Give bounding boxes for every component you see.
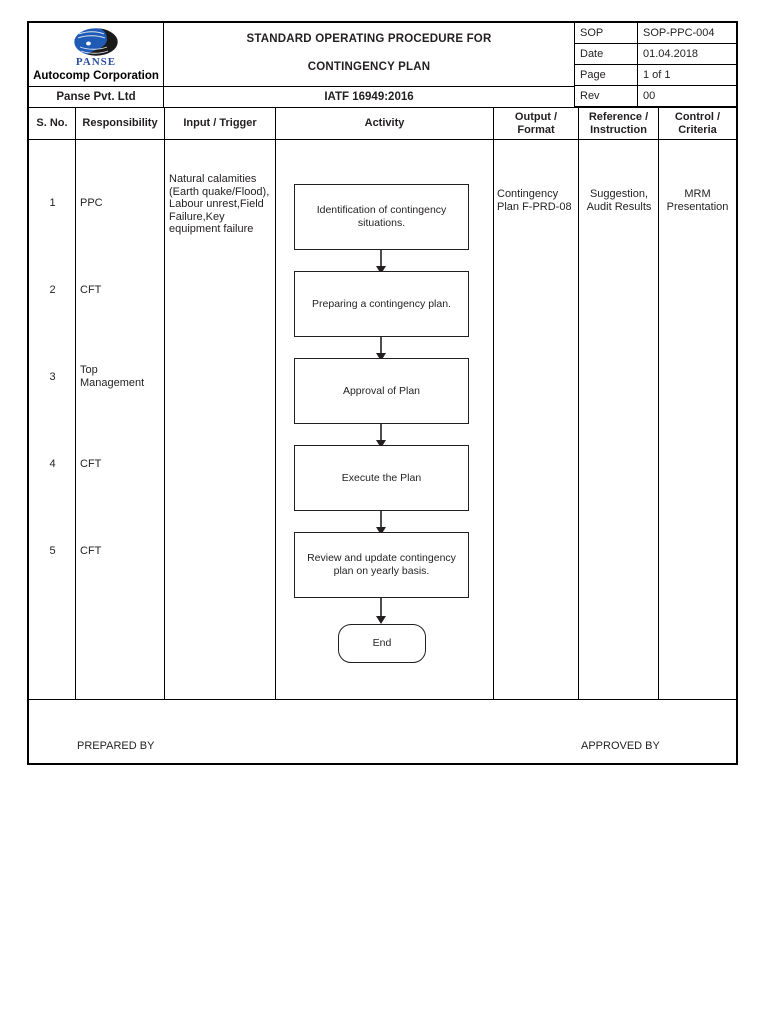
company-logo-block: PANSE Autocomp Corporation bbox=[29, 23, 164, 86]
input-trigger-value: Natural calamities (Earth quake/Flood), … bbox=[169, 173, 270, 235]
body-column-reference bbox=[579, 140, 659, 699]
approved-by-label: APPROVED BY bbox=[581, 740, 660, 752]
meta-value-date: 01.04.2018 bbox=[643, 48, 699, 60]
meta-value-rev: 00 bbox=[643, 90, 656, 102]
column-header-control-line1: Control / bbox=[674, 111, 721, 123]
output-format-value: Contingency Plan F-PRD-08 bbox=[497, 188, 572, 213]
table-row-sno-2: 2 bbox=[49, 284, 56, 296]
column-header-input-trigger: Input / Trigger bbox=[165, 107, 276, 140]
column-header-reference: Reference / Instruction bbox=[579, 107, 659, 140]
meta-value-page: 1 of 1 bbox=[643, 69, 671, 81]
meta-value-sop: SOP-PPC-004 bbox=[643, 27, 715, 39]
flow-edge-4-arrowhead bbox=[376, 527, 386, 535]
column-header-reference-line2: Instruction bbox=[590, 123, 647, 136]
flow-node-end[interactable]: End bbox=[338, 624, 426, 663]
flow-edge-4-line bbox=[380, 511, 382, 530]
flow-edge-5-arrowhead bbox=[376, 616, 386, 624]
meta-row-rev: Rev 00 bbox=[575, 86, 736, 107]
table-row-sno-1: 1 bbox=[49, 197, 56, 209]
meta-row-date: Date 01.04.2018 bbox=[575, 44, 736, 65]
body-column-activity bbox=[276, 140, 494, 699]
flow-edge-2-arrowhead bbox=[376, 353, 386, 361]
sop-document: PANSE Autocomp Corporation Panse Pvt. Lt… bbox=[27, 21, 738, 765]
column-header-sno: S. No. bbox=[29, 107, 76, 140]
table-row-sno-4: 4 bbox=[49, 458, 56, 470]
body-column-output-format bbox=[494, 140, 579, 699]
column-header-responsibility: Responsibility bbox=[76, 107, 165, 140]
column-header-control-line2: Criteria bbox=[678, 123, 717, 136]
table-row-sno-5: 5 bbox=[49, 545, 56, 557]
signature-footer: PREPARED BY APPROVED BY bbox=[29, 699, 736, 763]
flow-node-review[interactable]: Review and update contingency plan on ye… bbox=[294, 532, 469, 598]
control-criteria-value: MRM Presentation bbox=[666, 188, 729, 213]
body-column-responsibility bbox=[76, 140, 165, 699]
table-row-responsibility-2: CFT bbox=[80, 284, 102, 296]
column-header-control: Control / Criteria bbox=[659, 107, 736, 140]
flow-node-identification[interactable]: Identification of contingency situations… bbox=[294, 184, 469, 250]
flow-edge-1-line bbox=[380, 250, 382, 269]
flow-edge-3-arrowhead bbox=[376, 440, 386, 448]
table-row-responsibility-1: PPC bbox=[80, 197, 103, 209]
column-header-activity: Activity bbox=[276, 107, 494, 140]
meta-row-page: Page 1 of 1 bbox=[575, 65, 736, 86]
column-header-output-format-line1: Output / bbox=[514, 111, 558, 123]
page-title-line2: CONTINGENCY PLAN bbox=[307, 61, 431, 73]
meta-row-sop: SOP SOP-PPC-004 bbox=[575, 23, 736, 44]
table-row-responsibility-3: Top Management bbox=[80, 364, 145, 389]
activity-flowchart: Identification of contingency situations… bbox=[276, 140, 494, 699]
flow-node-preparing[interactable]: Preparing a contingency plan. bbox=[294, 271, 469, 337]
flow-edge-1-arrowhead bbox=[376, 266, 386, 274]
flow-node-execute[interactable]: Execute the Plan bbox=[294, 445, 469, 511]
document-title-block: STANDARD OPERATING PROCEDURE FOR CONTING… bbox=[164, 23, 575, 86]
page-title-line1: STANDARD OPERATING PROCEDURE FOR bbox=[246, 33, 492, 45]
flow-node-approval[interactable]: Approval of Plan bbox=[294, 358, 469, 424]
meta-label-sop: SOP bbox=[575, 23, 638, 43]
meta-label-rev: Rev bbox=[575, 86, 638, 106]
flow-edge-3-line bbox=[380, 424, 382, 443]
column-header-output-format-line2: Format bbox=[517, 123, 555, 136]
meta-label-page: Page bbox=[575, 65, 638, 85]
logo-wordmark: PANSE bbox=[75, 56, 117, 68]
flow-edge-5-line bbox=[380, 598, 382, 620]
company-name-line2: Panse Pvt. Ltd bbox=[29, 86, 164, 107]
table-row-sno-3: 3 bbox=[49, 371, 56, 383]
column-header-reference-line1: Reference / bbox=[588, 111, 649, 123]
body-column-input-trigger bbox=[165, 140, 276, 699]
reference-instruction-value: Suggestion, Audit Results bbox=[586, 188, 652, 213]
column-header-output-format: Output / Format bbox=[494, 107, 579, 140]
panse-logo-icon bbox=[73, 27, 119, 57]
body-column-control bbox=[659, 140, 736, 699]
body-column-sno bbox=[29, 140, 76, 699]
flow-edge-2-line bbox=[380, 337, 382, 356]
table-row-responsibility-5: CFT bbox=[80, 545, 102, 557]
company-name-line1: Autocomp Corporation bbox=[33, 70, 159, 82]
standard-reference: IATF 16949:2016 bbox=[164, 86, 575, 107]
prepared-by-label: PREPARED BY bbox=[77, 740, 155, 752]
meta-label-date: Date bbox=[575, 44, 638, 64]
table-row-responsibility-4: CFT bbox=[80, 458, 102, 470]
